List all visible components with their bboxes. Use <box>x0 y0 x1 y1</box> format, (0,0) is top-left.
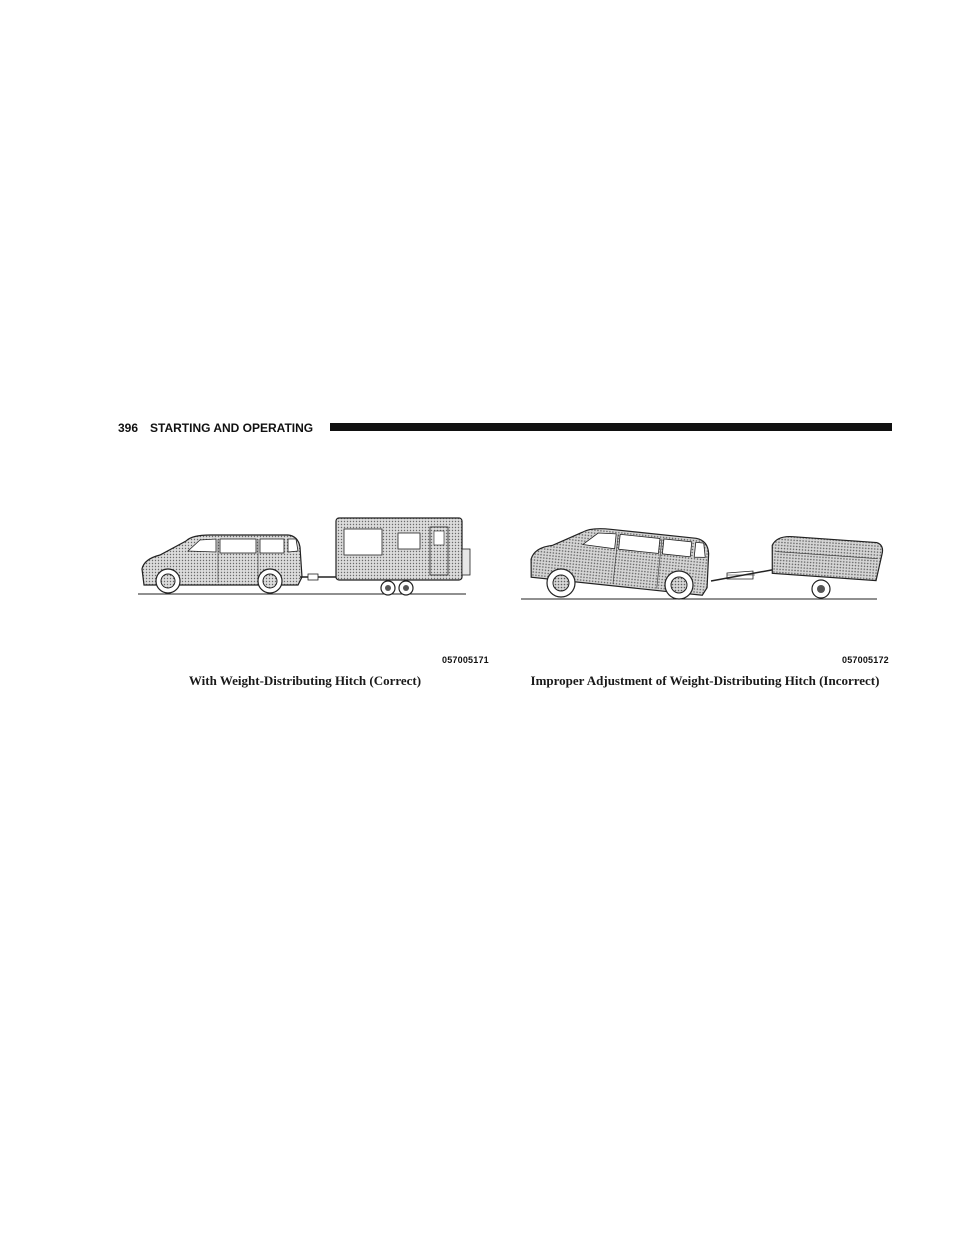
page-number: 396 <box>118 421 139 435</box>
van-trailer-sagging-illustration <box>521 528 884 600</box>
figure-incorrect-hitch <box>515 505 895 605</box>
figure-correct-hitch <box>130 505 500 605</box>
figure-id-code: 057005172 <box>842 655 889 665</box>
van-trailer-level-illustration <box>138 517 471 596</box>
section-title: STARTING AND OPERATING <box>150 421 314 435</box>
figure-caption-incorrect: Improper Adjustment of Weight-Distributi… <box>530 673 880 688</box>
figure-caption-correct: With Weight-Distributing Hitch (Correct) <box>188 673 422 688</box>
figure-id-code: 057005171 <box>442 655 489 665</box>
page-header: 396 STARTING AND OPERATING <box>118 420 892 436</box>
header-rule <box>330 423 892 431</box>
